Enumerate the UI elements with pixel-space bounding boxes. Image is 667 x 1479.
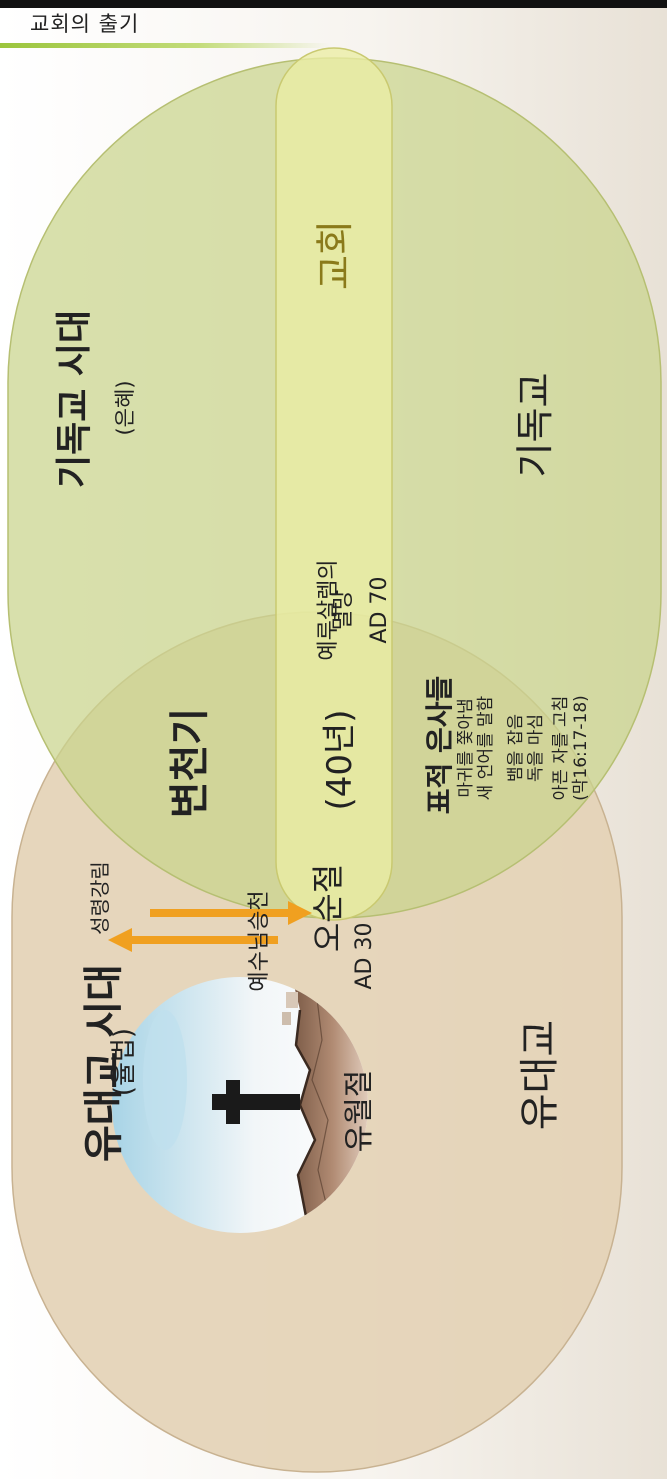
signs-item-6: (막16:17-18): [571, 695, 591, 801]
christian-era-subtitle: (은혜): [113, 380, 137, 436]
title-underline: [0, 43, 330, 48]
signs-item-5: 아픈 자를 고침: [551, 695, 571, 801]
christian-era-title: 기독교 시대: [54, 309, 95, 488]
pentecost-date: AD 30: [352, 922, 377, 990]
jewish-religion-label: 유대교: [517, 1019, 563, 1131]
signs-item-1: 마귀를 쫓아냄: [456, 698, 476, 798]
church-label: 교회: [313, 220, 357, 290]
signs-item-2: 새 언어를 말함: [476, 695, 496, 801]
page-title: 교회의 출기: [30, 12, 140, 36]
christian-religion-label: 기독교: [513, 372, 557, 478]
cross-icon: [212, 1080, 300, 1124]
ascension-label: 예수님승천: [247, 890, 272, 992]
church-band: [275, 47, 393, 921]
signs-item-4: 독을 마심: [526, 714, 546, 782]
arrow-left-icon: [108, 928, 278, 952]
passover-label: 유월절: [342, 1069, 377, 1153]
transition-duration: (40년): [320, 709, 360, 811]
signs-item-3: 뱀을 잡음: [506, 714, 526, 782]
jewish-era-subtitle: (율법): [109, 1027, 139, 1097]
jerusalem-date: AD 70: [367, 576, 392, 644]
pentecost-label: 오순절: [309, 863, 347, 953]
transition-title: 변천기: [167, 707, 213, 819]
jerusalem-line2: 멸망: [331, 589, 356, 631]
top-bar: [0, 0, 667, 8]
holy-spirit-label: 성령강림: [88, 861, 112, 935]
signs-title: 표적 은사들: [423, 675, 456, 815]
arrow-right-icon: [150, 901, 312, 925]
